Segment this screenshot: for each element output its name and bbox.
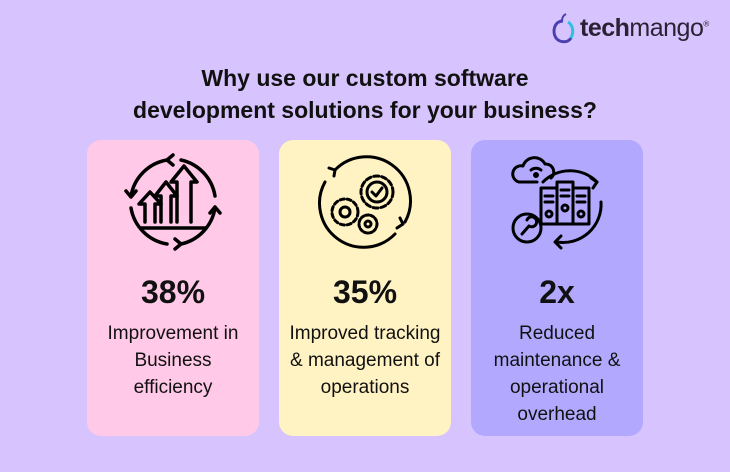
- stat-value: 38%: [140, 274, 206, 310]
- title-line-1: Why use our custom software: [201, 65, 529, 91]
- stat-description: Improvement in Business efficiency: [107, 323, 239, 398]
- mango-logo-icon: [552, 13, 575, 44]
- server-maintenance-icon: [511, 156, 603, 250]
- stat-description: Reduced maintenance & operational overhe…: [493, 323, 621, 425]
- growth-cycle-icon: [124, 153, 222, 251]
- techmango-logo: techmango®: [550, 12, 709, 44]
- stat-card-tracking: 35% Improved tracking & management of op…: [279, 140, 451, 436]
- stat-card-maintenance: 2x Reduced maintenance & operational ove…: [471, 140, 643, 436]
- gears-check-icon: [318, 155, 412, 249]
- stat-value: 35%: [332, 274, 398, 310]
- title-line-2: development solutions for your business?: [133, 97, 597, 123]
- stat-card-efficiency: 38% Improvement in Business efficiency: [87, 140, 259, 436]
- logo-text: techmango®: [580, 13, 709, 42]
- stat-description: Improved tracking & management of operat…: [289, 323, 441, 398]
- page-title: Why use our custom software development …: [0, 62, 730, 126]
- stat-value: 2x: [539, 274, 575, 310]
